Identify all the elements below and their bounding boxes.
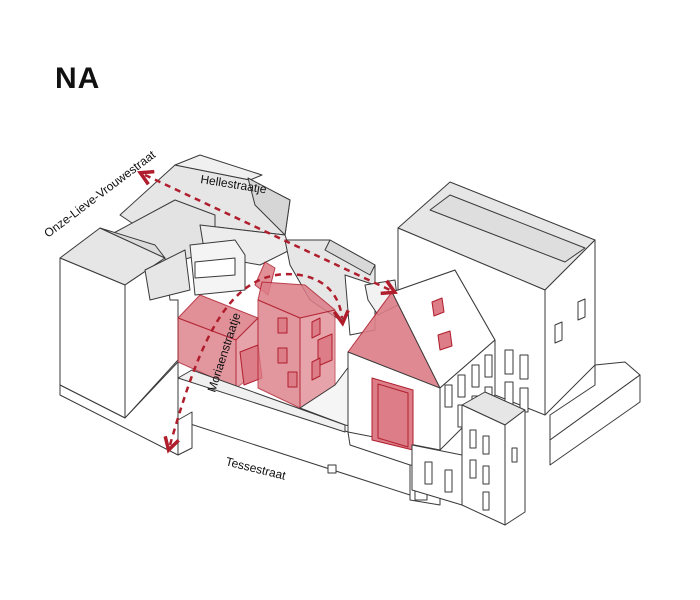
diagram-title: NA: [55, 62, 101, 95]
front-right-house: [411, 391, 526, 526]
right-wall: [549, 361, 641, 466]
route-moriaenstraatje: [170, 272, 342, 445]
label-tessestraat: Tessestraat: [224, 454, 288, 483]
route-hellestraatje: [145, 175, 390, 290]
routes: [145, 175, 390, 445]
right-tower: [397, 181, 596, 416]
